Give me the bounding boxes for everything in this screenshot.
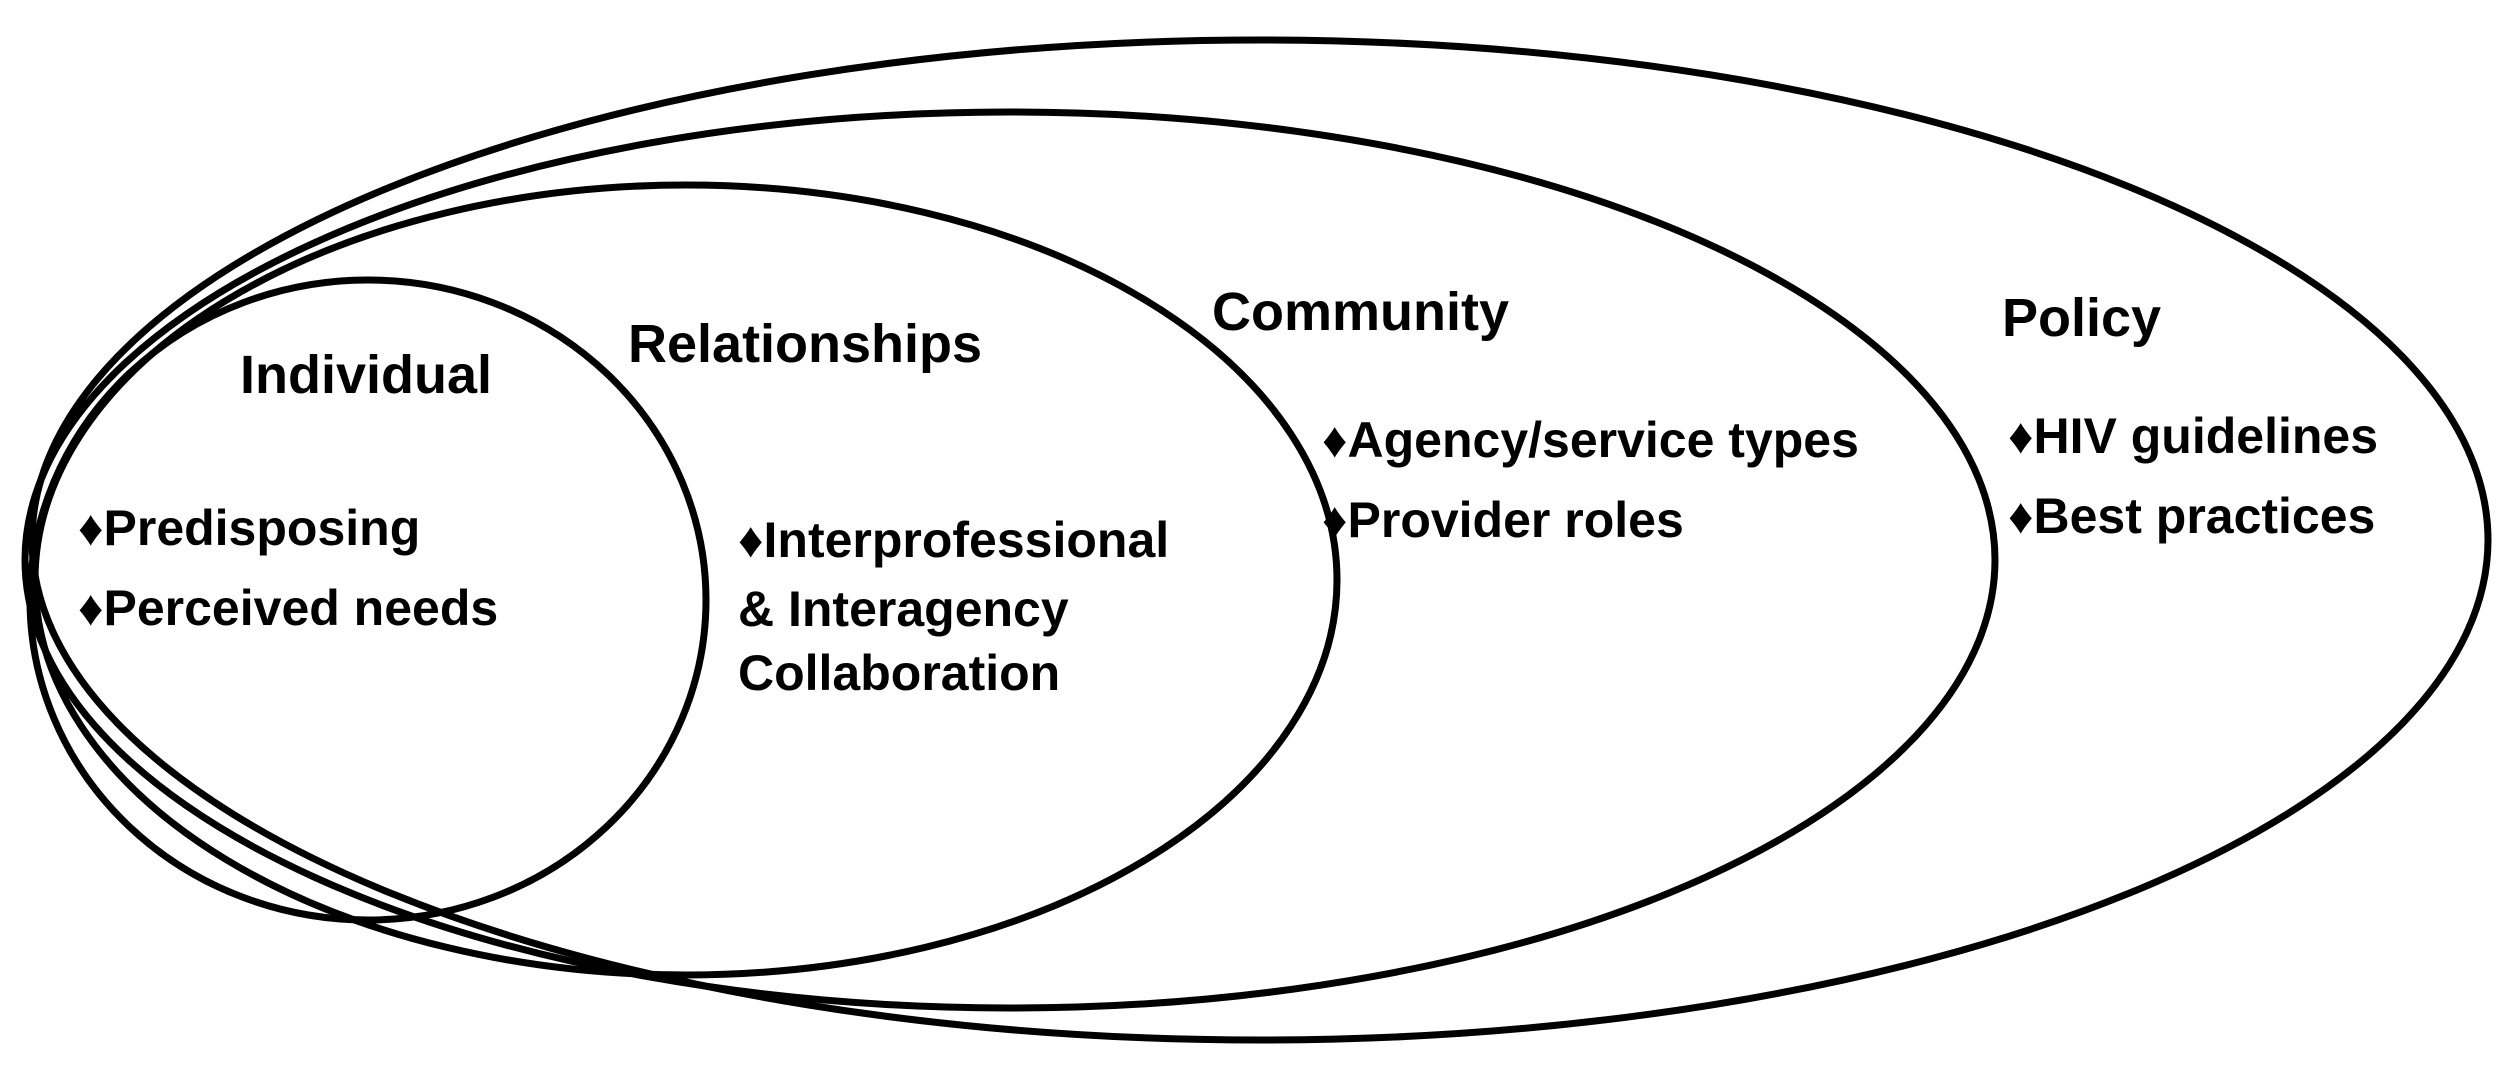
community-item-provider-roles: ♦Provider roles: [1322, 492, 1684, 548]
policy-item-best-practices: ♦Best practices: [2008, 488, 2375, 544]
policy-item-hiv-guidelines: ♦HIV guidelines: [2008, 408, 2378, 464]
relationships-item-collaboration: Collaboration: [738, 645, 1060, 701]
relationships-item-interagency: & Interagency: [738, 581, 1069, 637]
relationships-title: Relationships: [628, 314, 982, 374]
individual-item-perceived-needs: ♦Perceived needs: [78, 580, 498, 636]
individual-title: Individual: [240, 345, 492, 405]
policy-ellipse: [28, 36, 2492, 1044]
policy-title: Policy: [2002, 288, 2161, 348]
individual-ellipse: [26, 276, 710, 924]
individual-item-predisposing: ♦Predisposing: [78, 500, 420, 556]
community-title: Community: [1212, 282, 1509, 342]
relationships-ellipse: [31, 181, 1341, 979]
relationships-item-interprofessional: ♦Interprofessional: [738, 512, 1169, 568]
community-ellipse: [21, 108, 1999, 1012]
community-item-agency-service-types: ♦Agency/service types: [1322, 412, 1859, 468]
